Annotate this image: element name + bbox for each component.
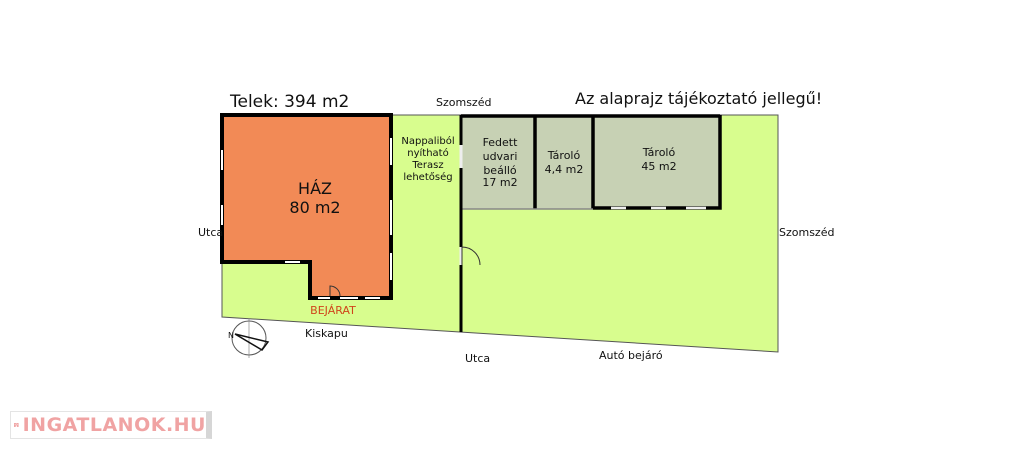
carport-text: Fedett <box>483 136 519 149</box>
terrace-text: lehetőség <box>403 171 452 183</box>
storage-large-text: Tároló <box>642 146 676 159</box>
street-left-label: Utca <box>198 226 223 239</box>
gate-door-icon <box>461 246 481 266</box>
house-area-label: 80 m2 <box>289 198 340 217</box>
terrace-text: nyítható <box>407 147 448 159</box>
neighbor-right-label: Szomszéd <box>779 226 834 239</box>
house-windows <box>221 138 392 299</box>
house-name: HÁZ <box>298 179 332 198</box>
watermark-logo: INGATLANOK.HU <box>10 411 212 439</box>
carport-text: 17 m2 <box>482 176 517 189</box>
house-logo-icon <box>14 423 19 427</box>
watermark-text: INGATLANOK.HU <box>22 414 206 436</box>
carport-area <box>461 115 535 209</box>
compass-label: N <box>228 331 234 340</box>
entrance-label: BEJÁRAT <box>310 304 356 317</box>
carport-text: beálló <box>483 164 517 177</box>
storage-large-area <box>593 115 720 209</box>
storage-small-text: Tároló <box>547 149 581 162</box>
terrace-text: Terasz <box>411 160 443 171</box>
storage-small-text: 4,4 m2 <box>545 163 584 176</box>
house-area <box>220 113 393 300</box>
shed-walls <box>461 114 722 210</box>
terrace-text: Nappaliból <box>401 135 454 147</box>
compass-icon: N <box>228 318 270 358</box>
entrance-door-icon <box>329 285 341 297</box>
storage-small-area <box>535 115 593 209</box>
carport-text: udvari <box>483 150 518 163</box>
storage-large-text: 45 m2 <box>641 160 676 173</box>
disclaimer: Az alaprajz tájékoztató jellegű! <box>575 89 822 108</box>
plot-label: Telek: 394 m2 <box>229 92 349 112</box>
neighbor-top-label: Szomszéd <box>436 96 491 109</box>
street-bottom-label: Utca <box>465 352 490 365</box>
gate-label: Kiskapu <box>305 327 348 340</box>
driveway-label: Autó bejáró <box>599 349 663 362</box>
